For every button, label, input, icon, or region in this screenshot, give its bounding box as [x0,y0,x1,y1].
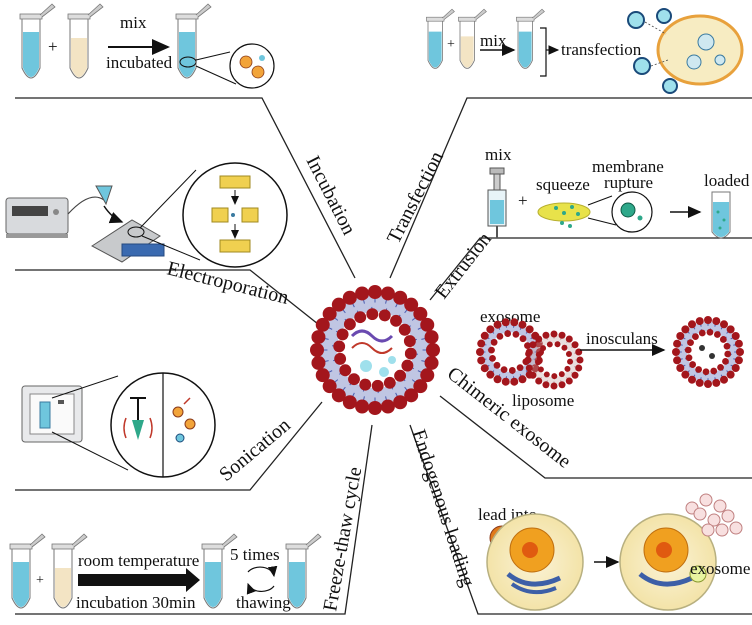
freeze-thawing-text: thawing [236,593,291,612]
divider-sonication [15,401,323,491]
divider-chimeric [439,395,752,479]
tube-mixed-2 [516,8,545,69]
tube-beige-3 [51,533,88,609]
sonicator-machine [21,385,83,443]
divider-incubation [15,97,356,279]
sonication-panel [21,372,216,478]
cuvette-holder [91,219,165,263]
cuvette-tube [95,185,113,206]
freeze-five-times-text: 5 times [230,545,280,564]
syringe [487,167,507,238]
transfection-mix-text: mix [480,31,507,50]
released-exosomes [685,493,743,537]
chimeric-liposome-text: liposome [512,391,574,410]
divider-transfection [389,97,752,279]
chimeric-inosculans-text: inosculans [586,329,658,348]
tube-blue-2 [426,8,455,69]
label-freeze-thaw-cycle: Freeze-thaw cycle [319,465,366,613]
tube-mixed-3 [201,533,238,609]
freeze-incubation-text: incubation 30min [76,593,196,612]
divider-endogenous [409,424,752,615]
chimeric-panel: exosome inosculans liposome [476,307,744,410]
zoom-origin [179,56,197,68]
freeze-thick-arrow [78,568,200,592]
label-endogenous-loading: Endogenous loading [407,427,479,590]
incubation-mix-text: mix [120,13,147,32]
extrusion-panel: mix + squeeze membrane rupture loaded [485,145,750,239]
target-cell [656,14,744,86]
transfection-panel: + mix transfection [426,8,744,94]
plus-sign-2: + [447,37,455,52]
divider-lines [15,97,752,615]
extrusion-rupture-text: rupture [604,173,653,192]
label-incubation: Incubation [302,152,360,238]
electroporation-panel [5,162,288,268]
label-transfection: Transfection [383,148,448,247]
extrusion-loaded-text: loaded [704,171,750,190]
tube-blue [19,3,56,79]
extrusion-squeeze-text: squeeze [536,175,590,194]
plus-sign: + [48,37,58,56]
endogenous-panel: lead into exosome [478,493,750,611]
freeze-room-temperature-text: room temperature [78,551,199,570]
electroporator-machine [5,197,69,238]
divider-freeze-thaw [15,424,373,615]
freeze-thaw-panel: + room temperature incubation 30min 5 ti… [9,533,322,612]
zoom-circle [229,43,275,89]
tube-mixed [175,3,212,79]
liposome-vesicle [524,330,584,390]
transfection-text: transfection [561,40,642,59]
loaded-tube [711,191,731,239]
exosome-vesicle [476,318,544,386]
tube-mixed-4 [285,533,322,609]
tube-blue-3 [9,533,46,609]
tube-beige-2 [458,8,487,69]
extrusion-membrane-text: membrane [592,157,664,176]
endogenous-exosome-text: exosome [690,559,750,578]
central-exosome [310,285,440,415]
plus-sign-3: + [518,191,528,210]
plus-sign-4: + [36,573,44,588]
divider-extrusion [429,237,752,301]
label-extrusion: Extrusion [431,228,496,303]
fused-vesicle [672,316,744,388]
incubation-panel: + mix incubated [19,3,275,89]
tube-beige [67,3,104,79]
extrusion-mix-text: mix [485,145,512,164]
incubation-incubated-text: incubated [106,53,173,72]
divider-electroporation [15,269,324,329]
chimeric-exosome-text: exosome [480,307,540,326]
